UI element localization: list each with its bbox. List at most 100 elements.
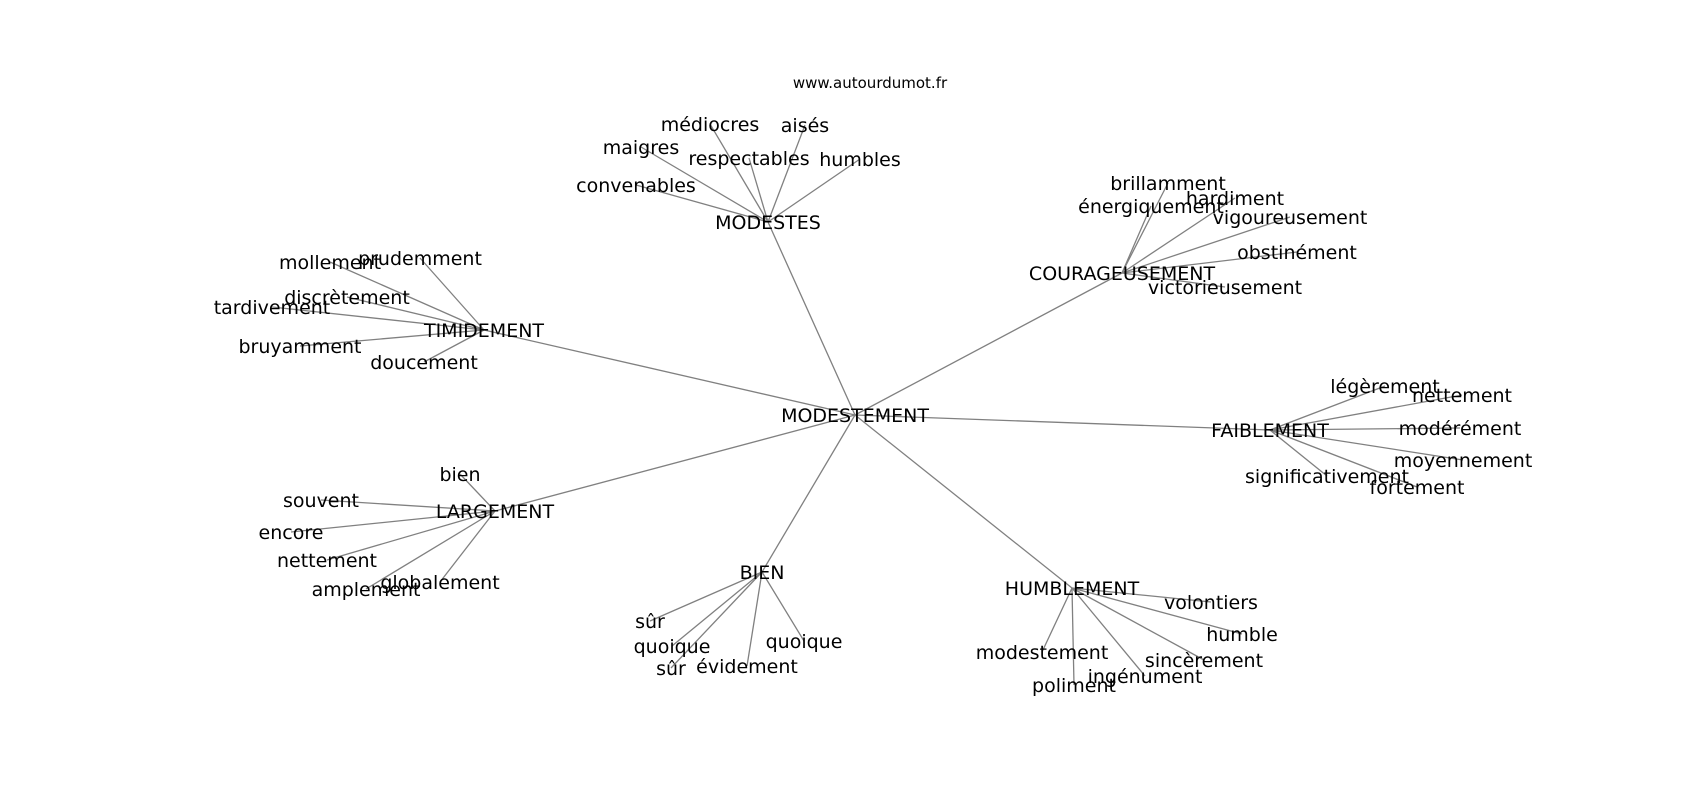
leaf-edge	[640, 146, 769, 223]
leaf-node: encore	[259, 522, 324, 544]
leaf-node: moyennement	[1394, 450, 1533, 472]
leaf-node: discrètement	[284, 287, 410, 309]
leaf-edge	[1071, 587, 1205, 661]
leaf-edge	[748, 157, 769, 223]
leaf-node: convenables	[576, 175, 696, 197]
leaf-node: maigres	[603, 137, 679, 159]
leaf-node: volontiers	[1164, 592, 1258, 614]
center-edge	[761, 414, 856, 573]
leaf-edge	[419, 257, 485, 331]
leaf-edge	[1269, 429, 1464, 461]
leaf-edge	[365, 510, 496, 590]
leaf-edge	[439, 510, 496, 583]
source-url: www.autourdumot.fr	[793, 74, 948, 92]
leaf-node: significativement	[1245, 466, 1409, 488]
graph-edges	[271, 123, 1464, 686]
hub-node: TIMIDEMENT	[423, 320, 544, 342]
hub-node: HUMBLEMENT	[1005, 578, 1140, 600]
hub-node: MODESTES	[715, 212, 821, 234]
leaf-node: souvent	[283, 490, 359, 512]
leaf-node: humble	[1206, 624, 1278, 646]
leaf-node: doucement	[370, 352, 478, 374]
leaf-node: légèrement	[1330, 376, 1440, 398]
leaf-node: nettement	[1412, 385, 1512, 407]
hub-node: FAIBLEMENT	[1211, 420, 1329, 442]
leaf-edge	[709, 123, 769, 223]
leaf-node: hardiment	[1186, 188, 1284, 210]
leaf-edge	[320, 499, 496, 512]
leaf-node: humbles	[819, 149, 901, 171]
center-edge	[494, 414, 856, 512]
leaf-node: victorieusement	[1148, 277, 1302, 299]
leaf-edge	[1071, 587, 1146, 677]
leaf-edge	[1121, 205, 1152, 274]
leaf-edge	[1121, 272, 1226, 288]
center-edge	[483, 329, 856, 416]
leaf-edge	[670, 571, 763, 669]
leaf-node: quoique	[766, 631, 843, 653]
leaf-edge	[326, 510, 496, 561]
leaf-node: prudemment	[358, 248, 482, 270]
hub-node: COURAGEUSEMENT	[1029, 263, 1216, 285]
leaf-node: mollement	[279, 252, 381, 274]
leaf-edge	[1121, 197, 1236, 274]
leaf-node: bruyamment	[239, 336, 362, 358]
leaf-edge	[1269, 429, 1328, 477]
leaf-node: brillamment	[1110, 173, 1226, 195]
leaf-node: évidement	[696, 656, 798, 678]
leaf-edge	[767, 124, 806, 223]
leaf-edge	[767, 158, 861, 223]
leaf-node: amplement	[312, 579, 421, 601]
center-edge	[854, 414, 1073, 589]
leaf-node: obstinément	[1237, 242, 1357, 264]
leaf-node: globalement	[380, 572, 499, 594]
leaf-node: énergiquement	[1078, 196, 1224, 218]
center-edge	[854, 272, 1123, 416]
graph-labels: MODESTEMENT MODESTES médiocres aisés maigres…	[214, 114, 1533, 697]
leaf-edge	[635, 184, 769, 223]
leaf-node: sincèrement	[1145, 650, 1263, 672]
leaf-edge	[299, 329, 485, 347]
leaf-node: respectables	[688, 148, 809, 170]
leaf-node: modestement	[976, 642, 1109, 664]
leaf-edge	[1269, 429, 1418, 488]
leaf-node: vigoureusement	[1213, 207, 1368, 229]
leaf-node: sûr	[635, 611, 665, 633]
leaf-edge	[761, 571, 805, 642]
leaf-node: tardivement	[214, 297, 331, 319]
leaf-edge	[459, 473, 496, 512]
leaf-node: poliment	[1032, 675, 1116, 697]
leaf-node: bien	[439, 464, 480, 486]
leaf-edge	[1121, 251, 1298, 274]
leaf-edge	[746, 571, 763, 667]
hub-node: BIEN	[740, 562, 785, 584]
leaf-edge	[271, 306, 485, 331]
leaf-edge	[1121, 182, 1169, 274]
center-node: MODESTEMENT	[781, 405, 929, 427]
leaf-edge	[649, 571, 763, 622]
leaf-edge	[1269, 427, 1461, 431]
leaf-node: modérément	[1399, 418, 1522, 440]
leaf-edge	[329, 261, 485, 331]
leaf-node: médiocres	[661, 114, 760, 136]
leaf-edge	[1071, 587, 1243, 635]
hub-node: LARGEMENT	[436, 501, 555, 523]
leaf-node: nettement	[277, 550, 377, 572]
leaf-node: sûr	[656, 658, 686, 680]
center-edge	[854, 414, 1271, 431]
leaf-edge	[346, 296, 485, 331]
leaf-node: aisés	[781, 115, 829, 137]
leaf-edge	[423, 329, 485, 363]
leaf-edge	[290, 510, 496, 533]
leaf-edge	[1041, 587, 1073, 653]
leaf-node: fortement	[1370, 477, 1465, 499]
leaf-edge	[1269, 394, 1463, 431]
leaf-node: quoique	[634, 636, 711, 658]
leaf-node: ingénument	[1088, 666, 1203, 688]
center-edge	[767, 221, 856, 416]
leaf-edge	[671, 571, 763, 647]
leaf-edge	[1071, 587, 1212, 603]
leaf-edge	[1121, 216, 1291, 274]
leaf-edge	[1269, 385, 1386, 431]
